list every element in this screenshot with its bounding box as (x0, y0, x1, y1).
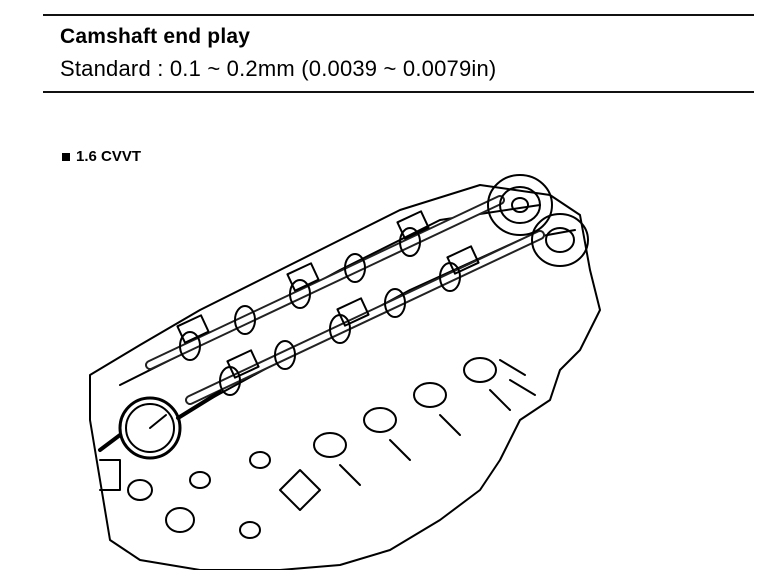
section-label: 1.6 CVVT (62, 148, 141, 165)
top-rule (43, 14, 754, 16)
engine-illustration (89, 174, 601, 570)
spec-title: Camshaft end play (60, 25, 251, 48)
spec-standard: Standard : 0.1 ~ 0.2mm (0.0039 ~ 0.0079i… (60, 56, 497, 81)
square-bullet-icon (62, 152, 70, 161)
bottom-rule (43, 91, 754, 93)
section-label-text: 1.6 CVVT (76, 148, 142, 165)
